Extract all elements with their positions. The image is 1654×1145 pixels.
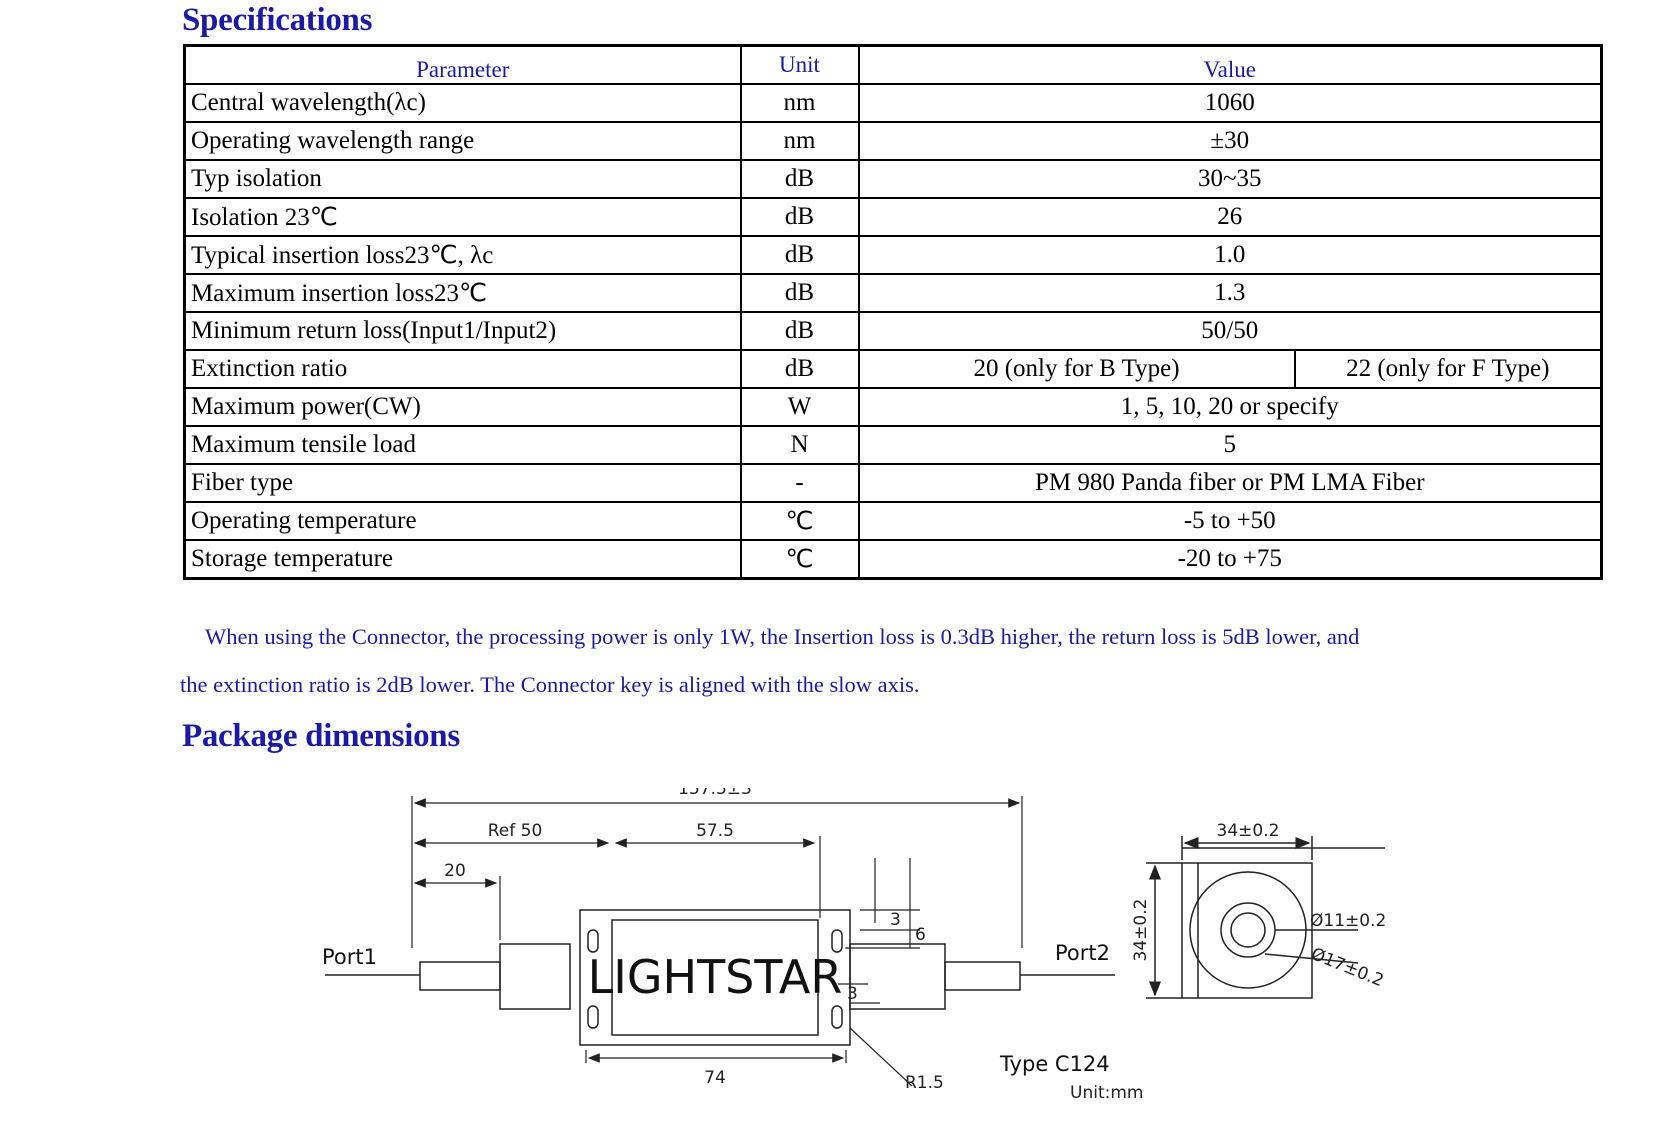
row-value-b-type: 20 (only for B Type)	[857, 349, 1296, 389]
row-parameter: Operating wavelength range	[183, 121, 742, 161]
unit-label: Unit:mm	[1070, 1083, 1143, 1103]
row-parameter: Maximum tensile load	[183, 425, 742, 465]
dim-74: 74	[704, 1068, 726, 1088]
table-row: Operating temperature ℃ -5 to +50	[183, 501, 1603, 541]
dim-3-upper: 3	[890, 910, 901, 930]
table-row: Storage temperature ℃ -20 to +75	[183, 539, 1603, 580]
row-unit: nm	[739, 83, 860, 123]
row-unit: dB	[739, 273, 860, 313]
row-unit: dB	[739, 311, 860, 351]
end-view	[1146, 836, 1385, 999]
type-label: Type C124	[999, 1052, 1110, 1076]
table-row: Typical insertion loss23℃, λc dB 1.0	[183, 235, 1603, 275]
inner-diameter-dim: Ø11±0.2	[1310, 911, 1386, 931]
row-unit: -	[739, 463, 860, 503]
dim-overall: 157.5±3	[678, 788, 752, 799]
brand-label: LIGHTSTAR	[588, 950, 843, 1004]
header-unit: Unit	[739, 44, 860, 85]
row-value: 26	[857, 197, 1603, 237]
table-row: Maximum power(CW) W 1, 5, 10, 20 or spec…	[183, 387, 1603, 427]
row-parameter: Minimum return loss(Input1/Input2)	[183, 311, 742, 351]
table-row: Fiber type - PM 980 Panda fiber or PM LM…	[183, 463, 1603, 503]
mount-hole	[831, 1005, 843, 1029]
row-value: 1, 5, 10, 20 or specify	[857, 387, 1603, 427]
table-row: Isolation 23℃ dB 26	[183, 197, 1603, 237]
port1-label: Port1	[322, 945, 377, 969]
table-row: Central wavelength(λc) nm 1060	[183, 83, 1603, 123]
row-unit: dB	[739, 159, 860, 199]
specifications-table: Parameter Unit Value Central wavelength(…	[183, 44, 1603, 580]
table-header-row: Parameter Unit Value	[183, 44, 1603, 85]
radius-label: R1.5	[905, 1073, 944, 1093]
row-unit: W	[739, 387, 860, 427]
row-parameter: Maximum power(CW)	[183, 387, 742, 427]
specifications-title: Specifications	[182, 2, 373, 38]
mount-hole	[587, 1005, 599, 1029]
connector-note-line-1: When using the Connector, the processing…	[205, 624, 1360, 649]
row-value: 1.0	[857, 235, 1603, 275]
dim-ref: Ref 50	[488, 821, 543, 841]
row-value: 50/50	[857, 311, 1603, 351]
row-value: -20 to +75	[857, 539, 1603, 580]
dimension-lines	[411, 796, 1023, 1087]
table-row: Operating wavelength range nm ±30	[183, 121, 1603, 161]
table-row: Typ isolation dB 30~35	[183, 159, 1603, 199]
row-value: ±30	[857, 121, 1603, 161]
row-value: PM 980 Panda fiber or PM LMA Fiber	[857, 463, 1603, 503]
row-parameter: Maximum insertion loss23℃	[183, 273, 742, 313]
dim-3-lower: 3	[847, 984, 858, 1004]
row-value: 1060	[857, 83, 1603, 123]
row-parameter: Storage temperature	[183, 539, 742, 580]
row-unit: dB	[739, 235, 860, 275]
dim-6: 6	[915, 925, 926, 945]
mount-hole	[831, 929, 843, 953]
table-row: Extinction ratio dB 20 (only for B Type)…	[183, 349, 1603, 389]
package-dimensions-title: Package dimensions	[182, 718, 460, 754]
row-value: -5 to +50	[857, 501, 1603, 541]
dim-body: 57.5	[696, 821, 734, 841]
connector-note-line-2: the extinction ratio is 2dB lower. The C…	[180, 672, 920, 697]
table-row: Maximum tensile load N 5	[183, 425, 1603, 465]
table-row: Maximum insertion loss23℃ dB 1.3	[183, 273, 1603, 313]
row-value: 1.3	[857, 273, 1603, 313]
row-parameter: Typical insertion loss23℃, λc	[183, 235, 742, 275]
inner-ring	[1220, 902, 1276, 958]
row-unit: dB	[739, 349, 860, 389]
row-unit: N	[739, 425, 860, 465]
end-width-dim: 34±0.2	[1217, 821, 1280, 841]
right-boot	[944, 961, 1021, 991]
table-row: Minimum return loss(Input1/Input2) dB 50…	[183, 311, 1603, 351]
row-parameter: Fiber type	[183, 463, 742, 503]
row-parameter: Extinction ratio	[183, 349, 742, 389]
row-parameter: Central wavelength(λc)	[183, 83, 742, 123]
row-unit: nm	[739, 121, 860, 161]
header-parameter: Parameter	[183, 44, 742, 85]
row-parameter: Typ isolation	[183, 159, 742, 199]
mount-hole	[587, 929, 599, 953]
row-value-f-type: 22 (only for F Type)	[1293, 349, 1603, 389]
row-value: 5	[857, 425, 1603, 465]
row-unit: ℃	[739, 501, 860, 541]
row-unit: dB	[739, 197, 860, 237]
row-unit: ℃	[739, 539, 860, 580]
side-view	[325, 909, 1115, 1046]
end-height-dim: 34±0.2	[1131, 899, 1151, 962]
isolator-body	[611, 919, 819, 1036]
row-parameter: Operating temperature	[183, 501, 742, 541]
left-tube	[499, 943, 571, 1010]
dim-20: 20	[444, 861, 466, 881]
package-dimension-drawing: LIGHTSTAR Port1 Port2 157.5±3 Ref 50 57.…	[322, 788, 1386, 1103]
outer-diameter-dim: Ø17±0.2	[1308, 944, 1386, 991]
row-value: 30~35	[857, 159, 1603, 199]
left-boot	[419, 961, 501, 991]
port2-label: Port2	[1055, 941, 1110, 965]
right-tube	[849, 943, 946, 1010]
row-parameter: Isolation 23℃	[183, 197, 742, 237]
header-value: Value	[857, 44, 1603, 85]
